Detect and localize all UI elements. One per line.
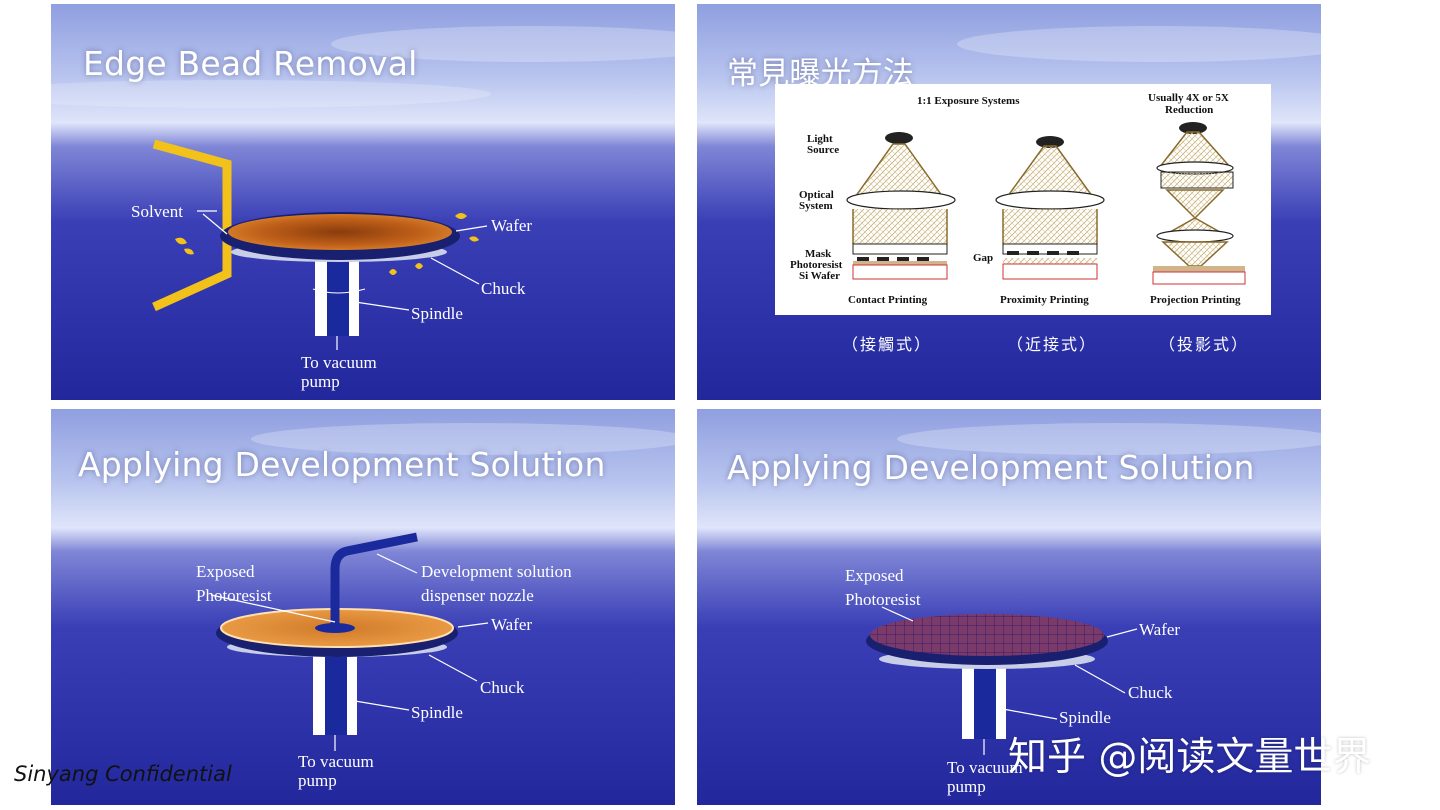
- caption-contact: （接觸式）: [842, 335, 933, 354]
- slide-background: [51, 4, 675, 400]
- label-vacuum-line1: To vacuum: [301, 353, 377, 372]
- fig-photoresist: Photoresist: [790, 259, 843, 271]
- fig-header-reduction-line1: Usually 4X or 5X: [1148, 92, 1229, 104]
- label-vacuum-line1: To vacuum: [298, 752, 374, 771]
- label-wafer: Wafer: [491, 216, 533, 235]
- development-grid-diagram: [866, 606, 1138, 755]
- label-nozzle-line1: Development solution: [421, 562, 572, 581]
- slide-background: [697, 409, 1321, 805]
- development-nozzle-diagram: [210, 532, 489, 751]
- fig-light-line2: Source: [807, 144, 840, 156]
- dispenser-nozzle: [330, 532, 418, 624]
- fig-contact-printing: Contact Printing: [848, 294, 928, 306]
- label-chuck: Chuck: [480, 678, 525, 697]
- label-chuck: Chuck: [1128, 683, 1173, 702]
- label-spindle: Spindle: [1059, 708, 1111, 727]
- confidential-footer: Sinyang Confidential: [14, 762, 232, 786]
- label-exposed-line1: Exposed: [845, 566, 904, 585]
- slide-title: Applying Development Solution: [78, 445, 606, 484]
- fig-optical-line2: System: [799, 200, 833, 212]
- slide-background: [51, 409, 675, 805]
- label-spindle: Spindle: [411, 703, 463, 722]
- solvent-tube: [152, 139, 232, 312]
- label-exposed-line2: Photoresist: [845, 590, 921, 609]
- exposed-photoresist-grid: [870, 614, 1104, 656]
- fig-projection-printing: Projection Printing: [1150, 294, 1241, 306]
- label-vacuum-line2: pump: [301, 372, 340, 391]
- label-chuck: Chuck: [481, 279, 526, 298]
- label-vacuum-line2: pump: [298, 771, 337, 790]
- label-spindle: Spindle: [411, 304, 463, 323]
- fig-si-wafer: Si Wafer: [799, 270, 841, 282]
- zhihu-watermark: 知乎 @阅读文量世界: [1008, 735, 1372, 780]
- label-nozzle-line2: dispenser nozzle: [421, 586, 534, 605]
- slide-development-nozzle: Applying Development Solution Exposed Ph…: [51, 409, 675, 805]
- label-wafer: Wafer: [1139, 620, 1181, 639]
- slide-title: Applying Development Solution: [727, 448, 1255, 487]
- label-solvent: Solvent: [131, 202, 183, 221]
- fig-gap: Gap: [973, 252, 994, 264]
- slide-title: Edge Bead Removal: [83, 44, 418, 83]
- fig-proximity-printing: Proximity Printing: [1000, 294, 1089, 306]
- label-vacuum-line1: To vacuum: [947, 758, 1023, 777]
- caption-projection: （投影式）: [1159, 335, 1250, 354]
- label-vacuum-line2: pump: [947, 777, 986, 796]
- label-exposed-line2: Photoresist: [196, 586, 272, 605]
- label-wafer: Wafer: [491, 615, 533, 634]
- exposure-figure: [775, 84, 1271, 315]
- slide-edge-bead-removal: Edge Bead Removal Solvent Wafer Chuck Sp…: [51, 4, 675, 400]
- fig-light-line1: Light: [807, 133, 833, 145]
- edge-bead-diagram: [152, 139, 488, 350]
- fig-header-1to1: 1:1 Exposure Systems: [917, 95, 1020, 107]
- slide-development-grid: Applying Development Solution Exposed Ph…: [697, 409, 1321, 805]
- fig-optical-line1: Optical: [799, 189, 834, 201]
- caption-proximity: （近接式）: [1007, 335, 1098, 354]
- fig-mask: Mask: [805, 248, 832, 260]
- slide-exposure-methods: 常見曝光方法: [697, 4, 1321, 400]
- label-exposed-line1: Exposed: [196, 562, 255, 581]
- fig-header-reduction-line2: Reduction: [1165, 104, 1214, 116]
